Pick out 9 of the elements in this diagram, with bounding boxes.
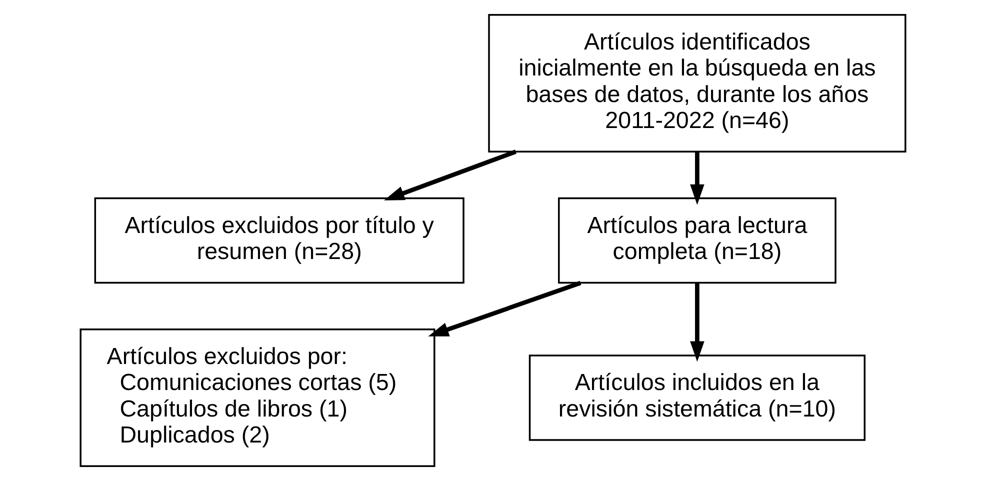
arrow <box>690 282 704 362</box>
arrow <box>384 149 516 200</box>
node-box: Artículos para lectura completa (n=18) <box>558 196 836 284</box>
node-box: Artículos excluidos por título y resumen (n=28) <box>94 196 464 284</box>
node-box: Artículos identificados inicialmente en la búsqueda en las bases de datos, durante los años 2011-2022 (n=46) <box>488 13 906 152</box>
arrow <box>690 151 704 204</box>
arrow <box>428 280 582 336</box>
node-box: Artículos excluidos por: Comunicaciones cortas (5) Capítulos de libros (1) Duplicados (2) <box>80 328 436 467</box>
node-box: Artículos incluidos en la revisión sistemática (n=10) <box>528 354 866 440</box>
